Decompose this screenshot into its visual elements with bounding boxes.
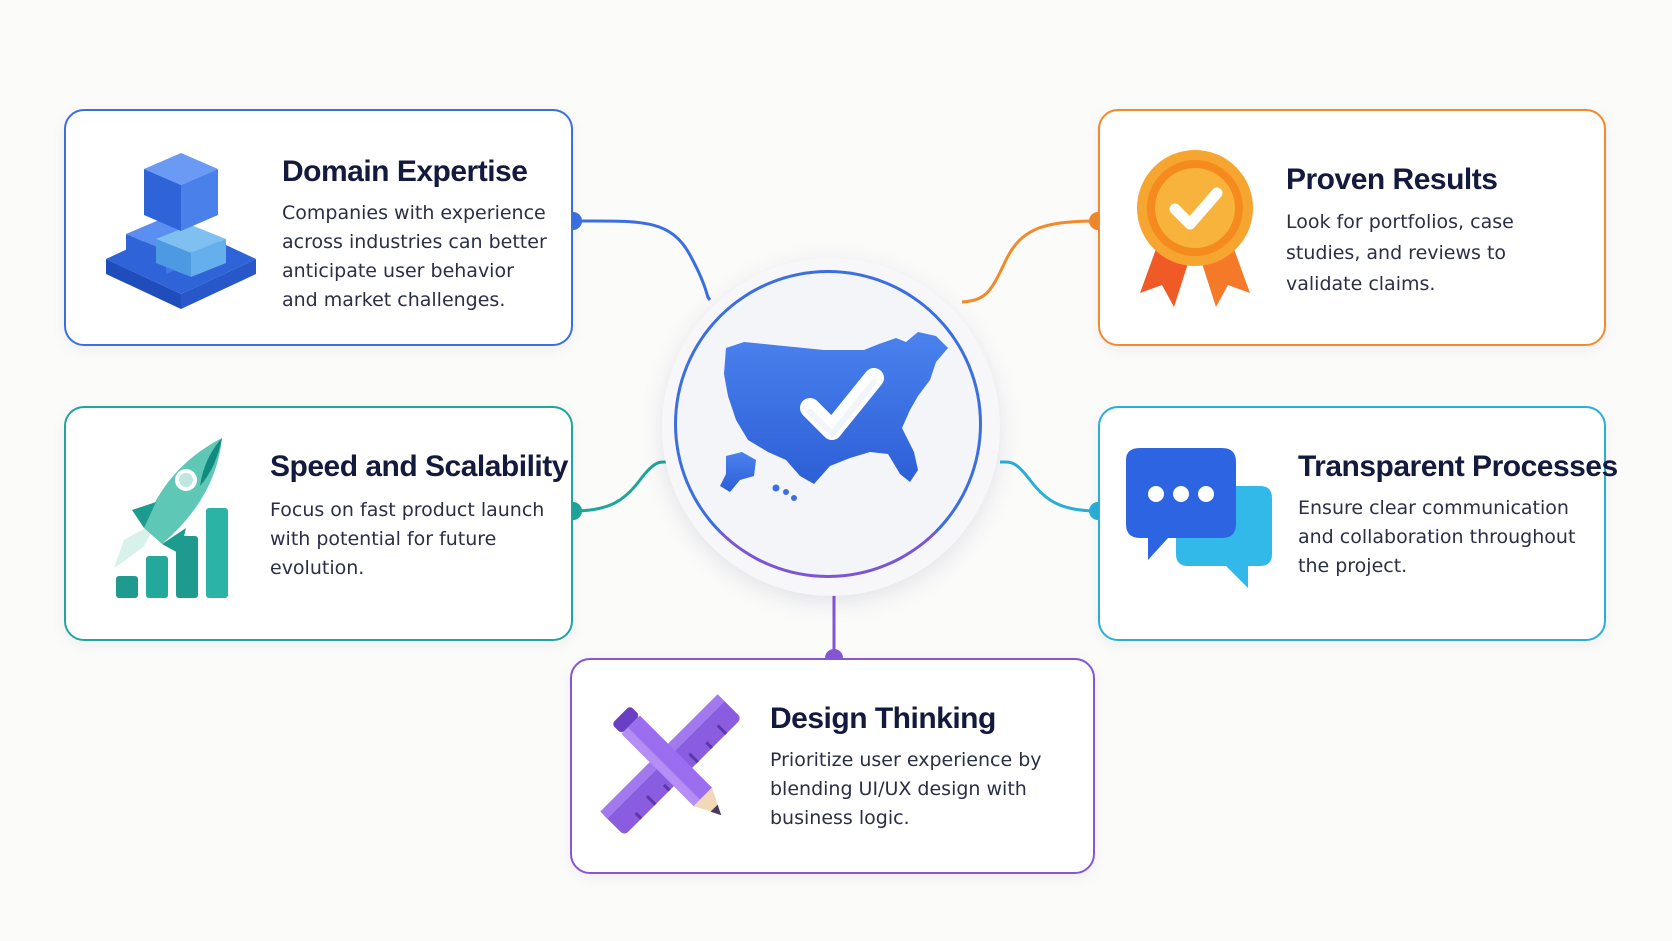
card-transparent-processes: Transparent Processes Ensure clear commu… [1098, 406, 1618, 641]
connector-proven [961, 219, 1099, 304]
card-description: Prioritize user experience by blending U… [770, 749, 1042, 829]
connector-speed [572, 460, 669, 513]
card-design-thinking: Design Thinking Prioritize user experien… [570, 658, 1095, 874]
connector-transparent [999, 460, 1099, 513]
stacked-cubes-icon [106, 153, 256, 309]
chat-bubbles-icon [1126, 448, 1272, 588]
rocket-chart-icon [114, 438, 228, 598]
card-title: Proven Results [1286, 163, 1498, 196]
card-description: Ensure clear communication and collabora… [1298, 497, 1576, 577]
card-title: Domain Expertise [282, 155, 528, 188]
center-hub-inner [674, 270, 982, 578]
usa-map-check-icon [720, 332, 948, 501]
card-title: Speed and Scalability [270, 450, 568, 483]
card-description: Focus on fast product launch with potent… [270, 499, 545, 579]
card-description: Look for portfolios, case studies, and r… [1286, 211, 1514, 295]
card-description: Companies with experience across industr… [282, 202, 547, 311]
center-hub [662, 258, 1000, 596]
card-proven-results: Proven Results Look for portfolios, case… [1098, 109, 1606, 346]
award-ribbon-icon [1137, 150, 1253, 307]
card-title: Transparent Processes [1298, 450, 1618, 483]
connector-domain [572, 219, 712, 302]
card-domain-expertise: Domain Expertise Companies with experien… [64, 109, 573, 346]
card-speed-scalability: Speed and Scalability Focus on fast prod… [64, 406, 573, 641]
pencil-ruler-icon [600, 694, 740, 834]
card-title: Design Thinking [770, 702, 996, 735]
